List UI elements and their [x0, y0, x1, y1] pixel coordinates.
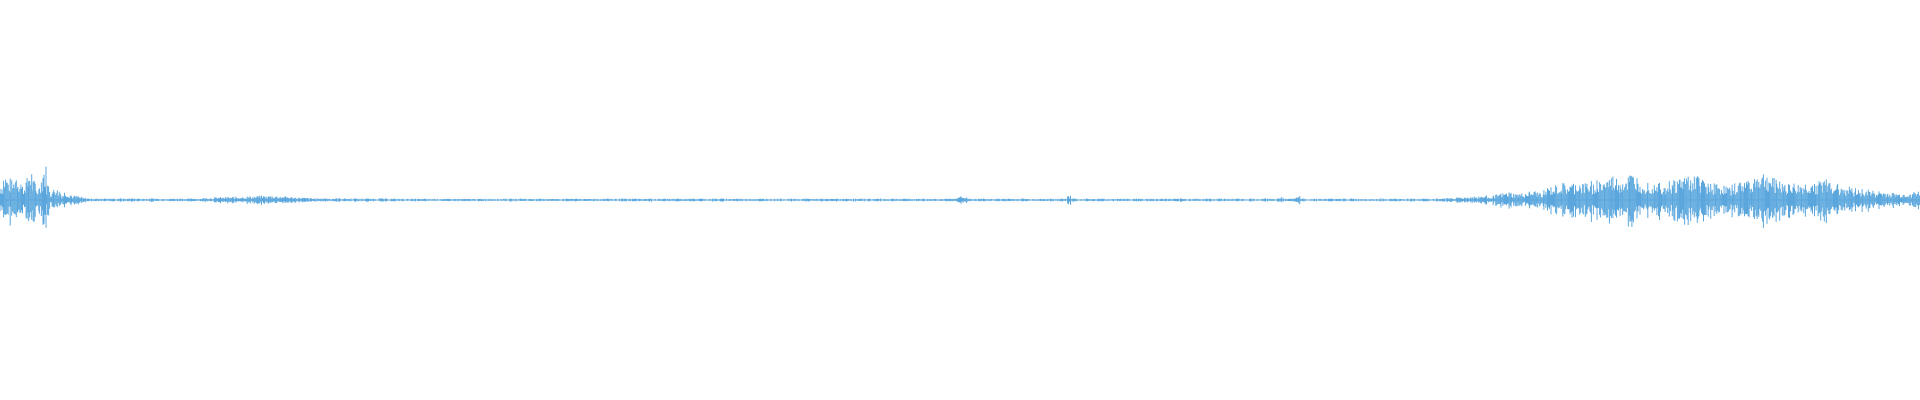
waveform-bars [0, 166, 1920, 228]
